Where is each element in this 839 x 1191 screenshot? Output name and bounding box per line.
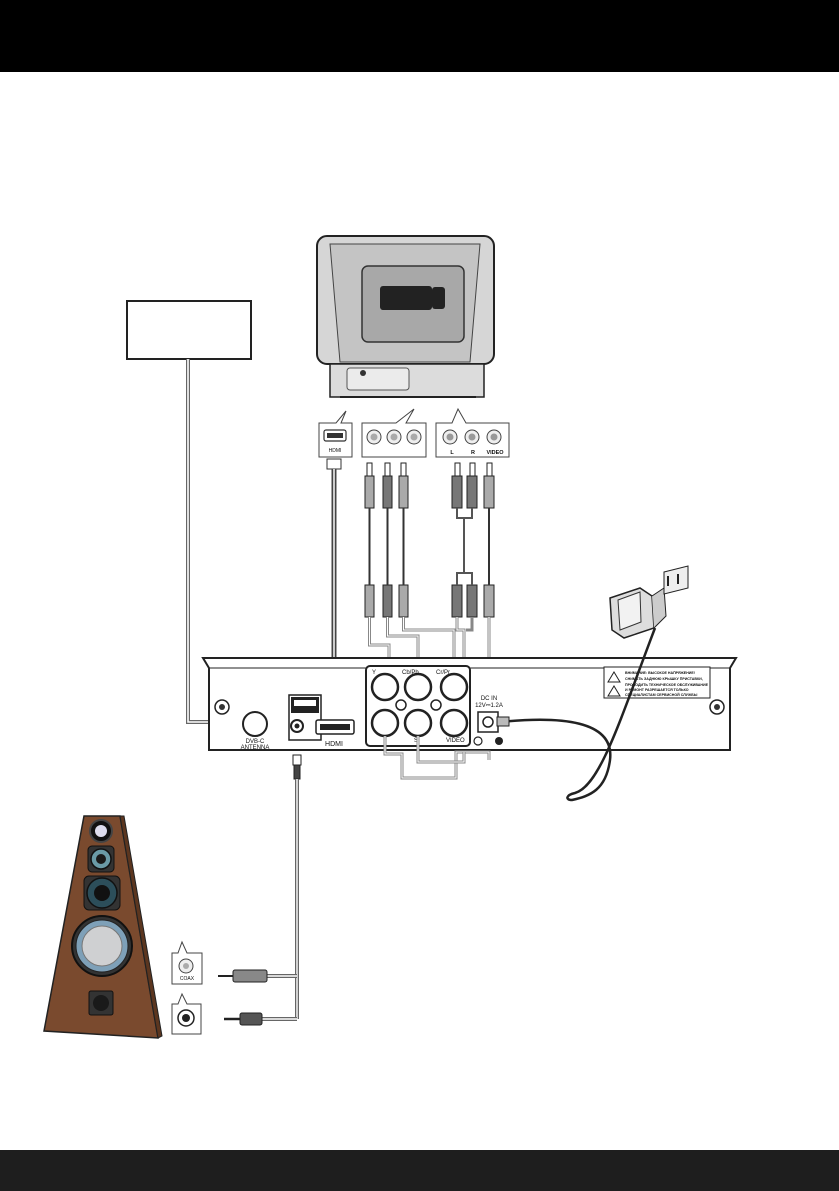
tv-r-label: R xyxy=(471,450,475,456)
crpr-port-label: Cr/Pr xyxy=(436,670,450,676)
dcin-rating: 12V⎓1.2A xyxy=(475,703,503,709)
antenna-label: ANTENNA xyxy=(241,745,270,751)
bottom-loop-cables xyxy=(383,736,491,780)
cbpb-port-label: Cb/Pb xyxy=(402,670,419,676)
footer-bar xyxy=(0,1150,839,1191)
tv-hdmi-callout: HDMI xyxy=(318,410,353,458)
hdmi-port: HDMI xyxy=(315,719,355,748)
tv-video-label: VIDEO xyxy=(486,450,504,456)
digital-audio-cable xyxy=(218,754,302,1026)
y-port-label: Y xyxy=(372,670,376,676)
hdmi-port-label: HDMI xyxy=(325,741,343,748)
speaker-optical-callout xyxy=(171,992,202,1035)
warning-line-5: СПЕЦИАЛИСТАМ СЕРВИСНОЙ СЛУЖБЫ xyxy=(625,693,698,697)
receiver-rear-panel: DVB-C ANTENNA HDMI Y xyxy=(201,657,738,751)
tv-l-label: L xyxy=(450,450,454,456)
header-bar xyxy=(0,0,839,72)
antenna-box xyxy=(126,300,252,724)
tv-set xyxy=(316,235,495,398)
video-port-label: VIDEO xyxy=(446,738,465,744)
av-component-block: Y Cb/Pb Cr/Pr S VIDEO xyxy=(365,665,471,747)
power-adapter xyxy=(496,565,689,802)
warning-line-3: ПРОВОДИТЬ ТЕХНИЧЕСКОЕ ОБСЛУЖИВАНИЕ xyxy=(625,683,709,687)
dcin-label: DC IN xyxy=(481,696,497,702)
tv-hdmi-label: HDMI xyxy=(329,448,342,454)
tv-av-callout: L R VIDEO xyxy=(435,407,510,458)
warning-line-2: СНИМАТЬ ЗАДНЮЮ КРЫШКУ ПРИСТАВКИ, xyxy=(625,677,703,681)
warning-line-4: И РЕМОНТ РАЗРЕШАЕТСЯ ТОЛЬКО xyxy=(625,688,689,692)
speaker-tower xyxy=(43,815,163,1039)
component-cables xyxy=(364,462,456,674)
warning-line-1: ВНИМАНИЕ: ВЫСОКОЕ НАПРЯЖЕНИЕ! xyxy=(625,671,695,675)
s-port-label: S xyxy=(414,738,418,744)
dvbc-label: DVB-C xyxy=(246,739,265,745)
antenna-port: DVB-C ANTENNA xyxy=(241,711,270,751)
coax-label: COAX xyxy=(180,976,195,982)
dc-in-port: DC IN 12V⎓1.2A xyxy=(473,696,503,746)
speaker-coax-callout: COAX xyxy=(171,940,203,985)
warning-label: ВНИМАНИЕ: ВЫСОКОЕ НАПРЯЖЕНИЕ! СНИМАТЬ ЗА… xyxy=(603,666,711,699)
tv-component-callout xyxy=(361,408,427,458)
